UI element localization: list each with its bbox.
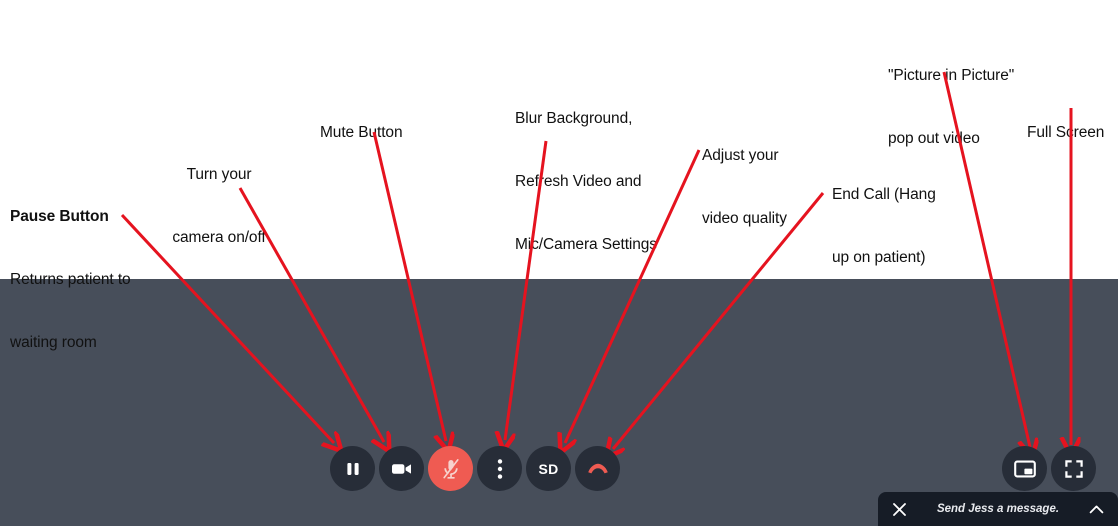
callout-pause-line-1: Returns patient to <box>10 271 131 288</box>
chevron-up-icon[interactable] <box>1089 504 1104 515</box>
picture-in-picture-button[interactable] <box>1002 446 1047 491</box>
more-options-button[interactable] <box>477 446 522 491</box>
callout-settings-line-1: Blur Background, <box>515 110 633 127</box>
video-quality-button[interactable]: SD <box>526 446 571 491</box>
hang-up-icon <box>587 463 608 473</box>
callout-mute-line-1: Mute Button <box>320 124 403 141</box>
callout-pause-line-2: waiting room <box>10 334 97 351</box>
callout-endcall-line-2: up on patient) <box>832 249 926 266</box>
callout-endcall-line-1: End Call (Hang <box>832 186 936 203</box>
callout-camera-line-2: camera on/off <box>172 229 266 246</box>
pause-icon <box>346 462 359 475</box>
callout-quality-line-2: video quality <box>702 210 787 227</box>
end-call-button[interactable] <box>575 446 620 491</box>
callout-settings-line-3: Mic/Camera Settings <box>515 236 657 253</box>
full-screen-button[interactable] <box>1051 446 1096 491</box>
picture-in-picture-icon <box>1013 460 1036 477</box>
callout-picture-in-picture: "Picture in Picture" pop out video <box>888 23 1014 191</box>
callout-settings-line-2: Refresh Video and <box>515 173 642 190</box>
close-icon[interactable] <box>892 502 907 517</box>
microphone-muted-icon <box>442 458 460 479</box>
callout-camera-toggle: Turn your camera on/off <box>166 122 272 290</box>
pause-button[interactable] <box>330 446 375 491</box>
video-camera-icon <box>391 463 411 474</box>
callout-video-quality: Adjust your video quality <box>702 103 787 271</box>
callout-pause-title: Pause Button <box>10 208 109 225</box>
camera-toggle-button[interactable] <box>379 446 424 491</box>
chat-prompt-text[interactable]: Send Jess a message. <box>936 503 1060 515</box>
callout-pip-line-1: "Picture in Picture" <box>888 67 1015 84</box>
callout-camera-line-1: Turn your <box>186 166 252 183</box>
callout-quality-line-1: Adjust your <box>702 147 779 164</box>
kebab-menu-icon <box>497 458 502 479</box>
chat-bar[interactable]: Send Jess a message. <box>878 492 1118 526</box>
mute-button[interactable] <box>428 446 473 491</box>
call-control-bar: SD <box>330 446 620 491</box>
callout-settings: Blur Background, Refresh Video and Mic/C… <box>515 66 657 297</box>
callout-full-screen: Full Screen <box>1027 80 1104 185</box>
view-control-group <box>1002 446 1096 491</box>
callout-pip-line-2: pop out video <box>888 130 980 147</box>
callout-mute-button: Mute Button <box>320 80 403 185</box>
sd-quality-icon: SD <box>538 460 559 477</box>
callout-fullscreen-line-1: Full Screen <box>1027 124 1105 141</box>
full-screen-icon <box>1064 459 1083 478</box>
callout-pause-button: Pause Button Returns patient to waiting … <box>10 164 131 395</box>
callout-end-call: End Call (Hang up on patient) <box>832 142 936 310</box>
